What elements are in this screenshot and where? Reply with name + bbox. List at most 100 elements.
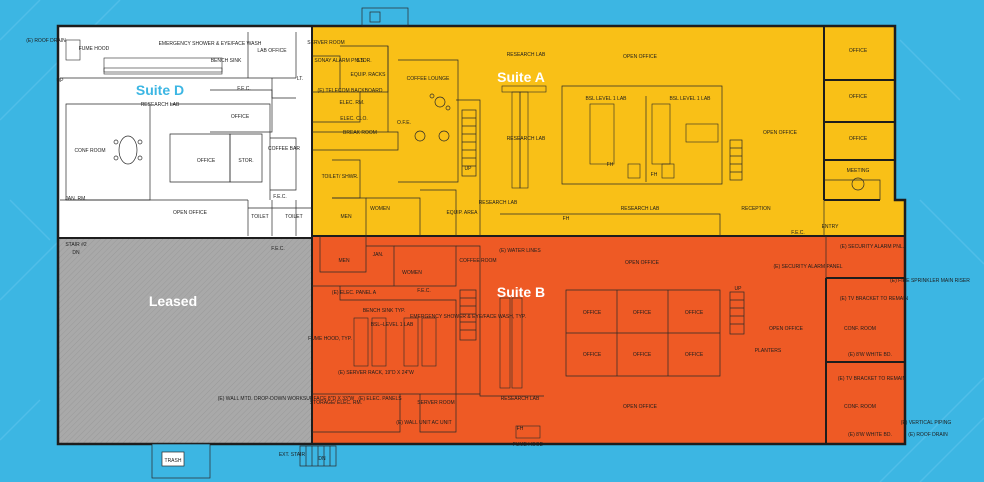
suite-a-label: Suite A	[497, 69, 545, 85]
room-label: COFFEE LOUNGE	[407, 76, 450, 82]
room-label: (E) TV BRACKET TO REMAIN	[838, 376, 907, 382]
room-label: (E) WALL MTD. DROP-DOWN WORKSURFACE 8"D …	[218, 396, 355, 402]
suite-b-area	[312, 236, 905, 444]
room-label: TRASH	[165, 458, 182, 464]
room-label: LT.	[297, 76, 303, 82]
room-label: UP	[465, 166, 473, 172]
room-label: BSL–LEVEL 1 LAB	[371, 322, 414, 328]
room-label: BENCH SINK	[211, 58, 242, 64]
room-label: BENCH SINK TYP.	[363, 308, 405, 314]
room-label: TOILET/ SHWR.	[322, 174, 359, 180]
room-label: OFFICE	[849, 94, 868, 100]
room-label: SERVER ROOM	[417, 400, 454, 406]
room-label: RESEARCH LAB	[507, 52, 546, 58]
leased-label: Leased	[149, 293, 197, 309]
room-label: OFFICE	[231, 114, 250, 120]
room-label: (E) FIRE SPRINKLER MAIN RISER	[890, 278, 970, 284]
room-label: F.E.C.	[417, 288, 431, 294]
room-label: EMERGENCY SHOWER & EYE/FACE WASH	[159, 41, 262, 47]
room-label: EMERGENCY SHOWER & EYE/FACE WASH, TYP.	[410, 314, 526, 320]
coffee-lounge-tables	[414, 93, 451, 142]
room-label: JAN. RM.	[65, 196, 86, 202]
room-label: SERVER ROOM	[307, 40, 344, 46]
room-label: FH	[517, 426, 524, 432]
room-label: DN	[72, 250, 80, 256]
room-label: OPEN OFFICE	[625, 260, 660, 266]
room-label: OFFICE	[685, 352, 704, 358]
room-label: (E) SECURITY ALARM PNL.	[840, 244, 904, 250]
room-label: (E) SERVER RACK, 19"D X 24"W	[338, 370, 414, 376]
room-label: (E) WALL UNIT AC UNIT	[396, 420, 451, 426]
room-label: OFFICE	[583, 310, 602, 316]
room-label: RESEARCH LAB	[501, 396, 540, 402]
room-label: F.E.C.	[271, 246, 285, 252]
room-label: (E) ROOF DRAIN	[908, 432, 948, 438]
suite-a-area	[312, 26, 905, 236]
room-label: COFFEE BAR	[268, 146, 300, 152]
room-label: TOILET	[285, 214, 302, 220]
room-label: OFFICE	[633, 352, 652, 358]
room-label: EQUIP. RACKS	[351, 72, 387, 78]
room-label: RESEARCH LAB	[141, 102, 180, 108]
room-label: STOR.	[356, 58, 371, 64]
suite-d-benches	[65, 39, 223, 75]
room-label: ELEC. RM.	[339, 100, 364, 106]
room-label: LAB OFFICE	[257, 48, 287, 54]
room-label: BSL LEVEL 1 LAB	[669, 96, 711, 102]
room-label: OFFICE	[197, 158, 216, 164]
building-outline	[56, 24, 907, 446]
room-label: STOR.	[238, 158, 253, 164]
room-label: OPEN OFFICE	[763, 130, 798, 136]
room-label: STAIR #2	[65, 242, 87, 248]
room-label: (E) ELEC. PANEL A	[332, 290, 377, 296]
room-label: FUME HOOD	[79, 46, 110, 52]
room-label: OFFICE	[849, 136, 868, 142]
room-label: OPEN OFFICE	[173, 210, 208, 216]
room-label: COFFEE ROOM	[459, 258, 496, 264]
suite-d-area	[58, 26, 312, 238]
room-label: FH	[563, 216, 570, 222]
room-label: O.F.E.	[397, 120, 411, 126]
room-label: TOILET	[251, 214, 268, 220]
room-label: RESEARCH LAB	[621, 206, 660, 212]
ext-stair	[299, 445, 337, 467]
room-label: (E) 8'W WHITE BD.	[848, 352, 892, 358]
room-label: RECEPTION	[741, 206, 771, 212]
room-label: ELEC. CLO.	[340, 116, 368, 122]
room-label: MEETING	[847, 168, 870, 174]
room-label: FH	[607, 162, 614, 168]
room-label: (E) ROOF DRAIN	[26, 38, 66, 44]
room-label: FUME HOOD	[513, 442, 544, 448]
room-label: PLANTERS	[755, 348, 782, 354]
room-label: JAN.	[373, 252, 384, 258]
leased-hatch	[58, 238, 312, 444]
room-label: EXT. STAIR	[279, 452, 306, 458]
room-label: CONF ROOM	[74, 148, 105, 154]
suite-a-walls	[312, 45, 881, 236]
north-stair	[361, 7, 409, 27]
room-label: OPEN OFFICE	[769, 326, 804, 332]
room-label: SONAY ALARM PNLS.	[314, 58, 365, 64]
room-label: OFFICE	[633, 310, 652, 316]
room-label: RESEARCH LAB	[479, 200, 518, 206]
room-label: CONF. ROOM	[844, 326, 876, 332]
suite-b-walls	[312, 236, 827, 433]
room-label: WOMEN	[370, 206, 390, 212]
room-label: (E) SECURITY ALARM PANEL	[774, 264, 843, 270]
suite-b-benches	[353, 297, 541, 439]
room-label: F.E.C.	[791, 230, 805, 236]
room-label: BSL LEVEL 1 LAB	[585, 96, 627, 102]
room-label: BREAK ROOM	[343, 130, 377, 136]
room-label: F.E.C.	[273, 194, 287, 200]
room-label: (E) TELECOM BACKBOARD	[318, 88, 383, 94]
suite-d-label: Suite D	[136, 82, 184, 98]
room-label: (E) ELEC. PANELS	[358, 396, 402, 402]
suite-a-benches	[501, 85, 719, 189]
room-label: OFFICE	[849, 48, 868, 54]
room-label: OFFICE	[685, 310, 704, 316]
conf-table-d	[113, 135, 143, 165]
suite-b-label: Suite B	[497, 284, 545, 300]
